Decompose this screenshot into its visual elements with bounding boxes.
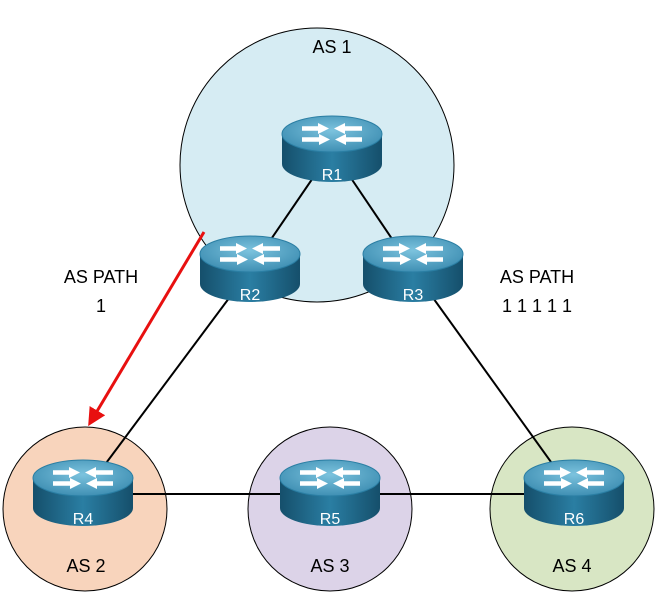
router-icon xyxy=(383,243,443,265)
router-r2: R2 xyxy=(199,235,301,304)
as2-label: AS 2 xyxy=(66,556,105,576)
router-r4: R4 xyxy=(32,459,134,528)
router-icon xyxy=(220,243,280,265)
left-as-path-value: 1 xyxy=(96,296,106,316)
left-as-path-title: AS PATH xyxy=(64,267,138,287)
right-as-path-value: 1 1 1 1 1 xyxy=(502,296,572,316)
router-r5: R5 xyxy=(279,459,381,528)
router-label-r4: R4 xyxy=(73,511,94,528)
router-top xyxy=(281,115,383,153)
link-r3-r6 xyxy=(412,269,575,495)
router-r6: R6 xyxy=(523,459,625,528)
router-icon xyxy=(544,467,604,489)
router-r1: R1 xyxy=(281,115,383,184)
router-top xyxy=(199,235,301,273)
router-top xyxy=(32,459,134,497)
as3-label: AS 3 xyxy=(310,556,349,576)
router-label-r1: R1 xyxy=(322,167,343,184)
advertisement-arrow xyxy=(88,231,206,427)
link-r2-r4 xyxy=(82,269,251,495)
as1-label: AS 1 xyxy=(312,37,351,57)
router-top xyxy=(362,235,464,273)
router-label-r2: R2 xyxy=(240,287,261,304)
router-top xyxy=(279,459,381,497)
router-icon xyxy=(300,467,360,489)
router-label-r3: R3 xyxy=(403,287,424,304)
router-icon xyxy=(53,467,113,489)
right-as-path-title: AS PATH xyxy=(500,267,574,287)
router-icon xyxy=(302,123,362,145)
router-label-r5: R5 xyxy=(320,511,341,528)
router-top xyxy=(523,459,625,497)
router-label-r6: R6 xyxy=(564,511,585,528)
as4-label: AS 4 xyxy=(552,556,591,576)
router-r3: R3 xyxy=(362,235,464,304)
